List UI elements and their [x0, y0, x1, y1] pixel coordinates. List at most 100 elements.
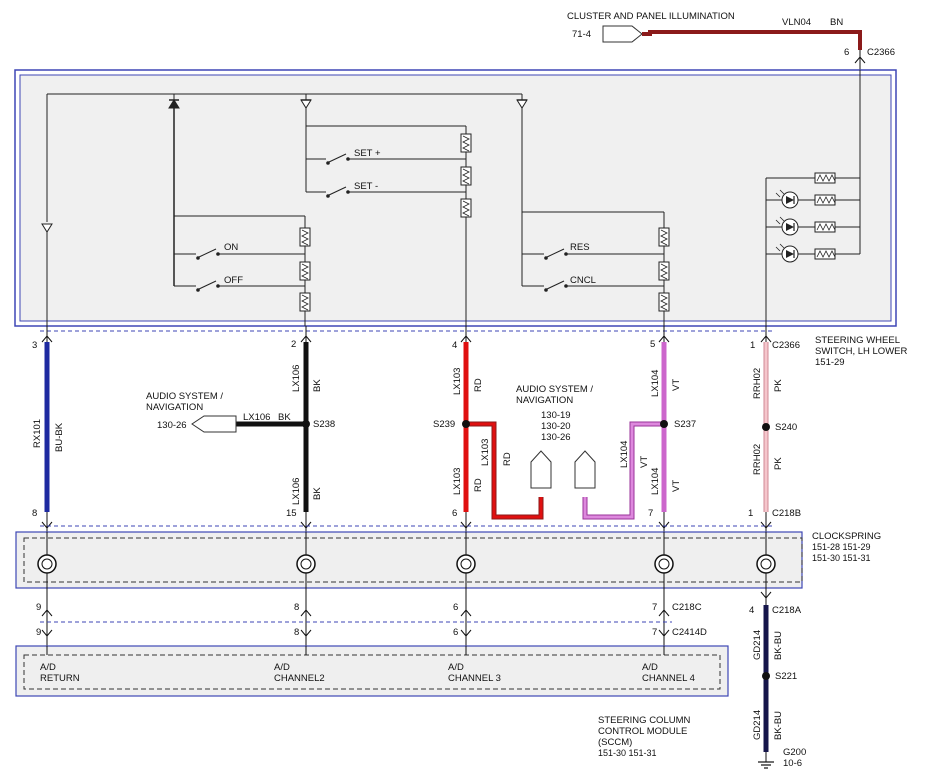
feed-ref: 71-4	[572, 29, 591, 40]
connector-tag-icon	[530, 450, 552, 489]
svg-text:BK-BU: BK-BU	[773, 631, 784, 660]
feed-color: BN	[830, 17, 843, 28]
wire-lx104: LX104 VT LX104 VT S237 LX104 VT	[574, 342, 696, 520]
sccm-label: STEERING COLUMN CONTROL MODULE (SCCM) 15…	[598, 715, 691, 758]
svg-text:LX106: LX106	[291, 365, 302, 392]
svg-text:C218A: C218A	[772, 605, 802, 616]
wire-rrh02: RRH02 PK RRH02 PK S240	[752, 342, 797, 512]
svg-text:STEERING WHEEL: STEERING WHEEL	[815, 335, 900, 346]
svg-text:RRH02: RRH02	[752, 368, 763, 399]
pin-label: 4	[452, 340, 457, 351]
ground-icon	[758, 761, 774, 769]
splice-s221-dot	[762, 672, 770, 680]
svg-text:151-30 151-31: 151-30 151-31	[598, 748, 657, 758]
svg-text:1: 1	[748, 508, 753, 519]
svg-text:BK: BK	[312, 487, 323, 500]
svg-text:15: 15	[286, 508, 297, 519]
wire-rx101: RX101 BU-BK	[32, 342, 65, 512]
steering-wheel-switch-box: ON OFF SET + SET -	[14, 69, 897, 327]
svg-text:PK: PK	[773, 457, 784, 470]
svg-text:LX103: LX103	[480, 439, 491, 466]
svg-text:A/D: A/D	[40, 662, 56, 673]
splice-s237-dot	[660, 420, 668, 428]
svg-text:130-26: 130-26	[157, 420, 187, 431]
svg-text:151-29: 151-29	[815, 357, 845, 368]
resistor-icon	[814, 172, 836, 184]
switch-res-label: RES	[570, 242, 590, 253]
svg-text:6: 6	[453, 602, 458, 613]
c218c-pins: 9 8 6 7 C218C	[36, 600, 702, 646]
feed-circuit: VLN04	[782, 17, 811, 28]
svg-text:RX101: RX101	[32, 419, 43, 448]
svg-text:8: 8	[294, 627, 299, 638]
svg-text:GD214: GD214	[752, 710, 763, 740]
svg-text:LX104: LX104	[650, 370, 661, 397]
clockspring-coil-icon	[37, 554, 57, 574]
clockspring-coil-icon	[296, 554, 316, 574]
svg-text:NAVIGATION: NAVIGATION	[516, 395, 573, 406]
feed-connector-tag	[602, 25, 643, 43]
svg-text:PK: PK	[773, 379, 784, 392]
svg-text:130-26: 130-26	[541, 432, 571, 443]
sccm-box: A/D RETURN A/D CHANNEL2 A/D CHANNEL 3 A/…	[15, 645, 729, 697]
svg-text:8: 8	[294, 602, 299, 613]
pin-label: 1	[750, 340, 755, 351]
clockspring-coil-icon	[654, 554, 674, 574]
svg-text:GD214: GD214	[752, 630, 763, 660]
svg-text:C2414D: C2414D	[672, 627, 707, 638]
svg-text:8: 8	[32, 508, 37, 519]
switch-set-plus-label: SET +	[354, 148, 381, 159]
svg-text:RD: RD	[502, 452, 513, 466]
splice-s221-label: S221	[775, 671, 797, 682]
splice-s239-label: S239	[433, 419, 455, 430]
svg-text:RETURN: RETURN	[40, 673, 80, 684]
svg-text:VT: VT	[671, 379, 682, 391]
svg-text:STEERING COLUMN: STEERING COLUMN	[598, 715, 691, 726]
svg-text:6: 6	[452, 508, 457, 519]
resistor-icon	[460, 133, 472, 153]
splice-s237-label: S237	[674, 419, 696, 430]
resistor-icon	[658, 292, 670, 312]
resistor-icon	[814, 194, 836, 206]
resistor-icon	[814, 221, 836, 233]
svg-text:6: 6	[453, 627, 458, 638]
svg-text:G200: G200	[783, 747, 806, 758]
svg-text:AUDIO SYSTEM /: AUDIO SYSTEM /	[516, 384, 593, 395]
svg-text:9: 9	[36, 602, 41, 613]
svg-text:CHANNEL2: CHANNEL2	[274, 673, 325, 684]
switch-on-label: ON	[224, 242, 238, 253]
switch-set-minus-label: SET -	[354, 181, 378, 192]
pin-label: 5	[650, 339, 655, 350]
svg-text:RD: RD	[473, 478, 484, 492]
led-row-2	[766, 216, 860, 236]
feed-label: CLUSTER AND PANEL ILLUMINATION	[567, 11, 735, 22]
svg-text:LX103: LX103	[452, 368, 463, 395]
splice-s240-dot	[762, 423, 770, 431]
splice-s240-label: S240	[775, 422, 797, 433]
connector-label: C2366	[772, 340, 800, 351]
svg-text:BU-BK: BU-BK	[54, 422, 65, 452]
resistor-icon	[299, 292, 311, 312]
switch-cncl-label: CNCL	[570, 275, 596, 286]
audio-system-middle: AUDIO SYSTEM / NAVIGATION 130-19 130-20 …	[516, 384, 593, 443]
svg-text:BK: BK	[278, 412, 291, 423]
svg-text:SWITCH, LH LOWER: SWITCH, LH LOWER	[815, 346, 908, 357]
feed-pin: 6	[844, 47, 849, 58]
switch-name-label: STEERING WHEEL SWITCH, LH LOWER 151-29	[815, 335, 908, 368]
resistor-icon	[299, 261, 311, 281]
wire-lx106: LX106 BK LX106 BK S238	[236, 342, 335, 512]
clockspring-box	[15, 531, 803, 600]
svg-text:9: 9	[36, 627, 41, 638]
splice-s238-label: S238	[313, 419, 335, 430]
led-row-3	[766, 243, 860, 263]
svg-text:151-30 151-31: 151-30 151-31	[812, 553, 871, 563]
svg-text:10-6: 10-6	[783, 758, 802, 769]
resistor-icon	[460, 198, 472, 218]
splice-s238-dot	[302, 420, 310, 428]
c218b-pins: 8 15 6 7 1 C218B	[32, 508, 801, 532]
clockspring-coil-icon	[456, 554, 476, 574]
svg-text:AUDIO SYSTEM /: AUDIO SYSTEM /	[146, 391, 223, 402]
resistor-icon	[814, 248, 836, 260]
diode-icon	[41, 223, 53, 233]
svg-text:LX104: LX104	[650, 468, 661, 495]
